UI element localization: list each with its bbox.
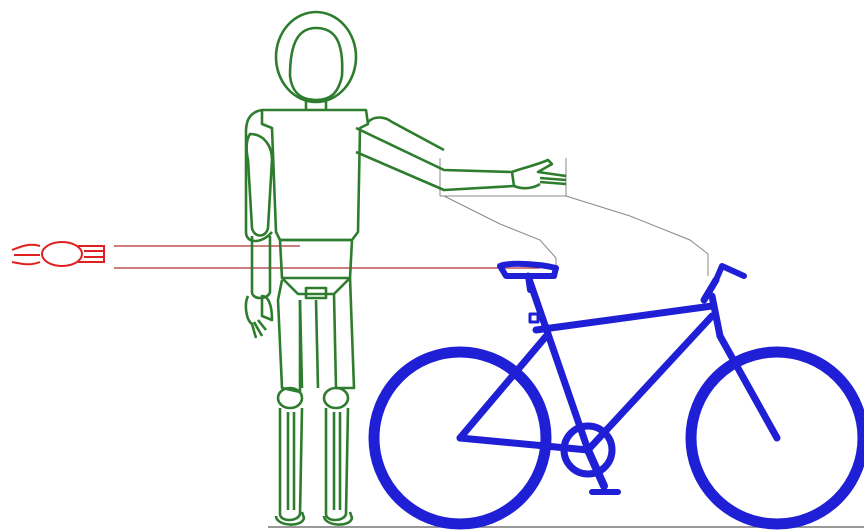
person-left-hand [246,296,272,338]
person-left-arm [247,134,272,236]
person-right-hand [512,160,566,188]
person-face [290,28,342,100]
person-torso [262,110,368,240]
reference-hand [12,242,104,266]
person-left-leg [278,280,300,392]
guide-lines [440,158,708,276]
person-pelvis [280,240,352,294]
reference-lines [114,246,540,268]
bicycle [374,264,863,524]
handlebar [716,266,744,280]
person-head [276,12,356,102]
person-right-arm [356,128,514,190]
person-right-leg [334,278,354,388]
